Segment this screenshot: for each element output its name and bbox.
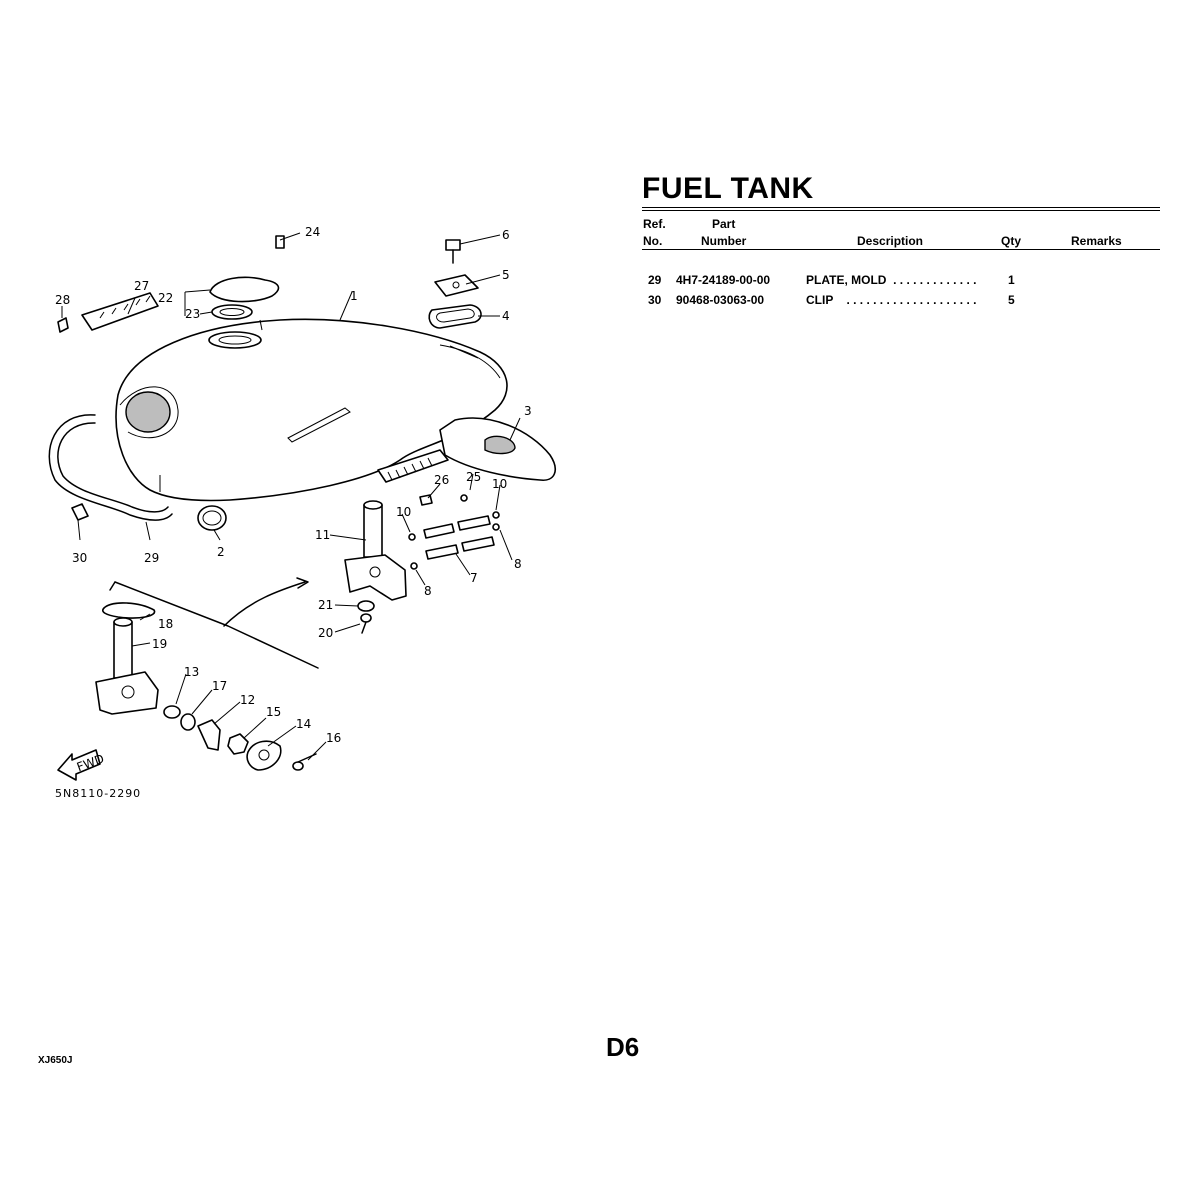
leader-lines (61, 232, 521, 761)
cock-lever (197, 719, 221, 751)
callout-16: 16 (326, 731, 341, 745)
lever-nut (227, 733, 249, 755)
callout-7: 7 (470, 571, 478, 585)
side-pads (423, 515, 495, 560)
mount-washer (434, 274, 479, 297)
callout-5: 5 (502, 268, 510, 282)
exploded-arrow-head (296, 577, 309, 589)
callout-12: 12 (240, 693, 255, 707)
fuel-cock-upper (344, 500, 407, 601)
drawing-code: 5N8110-2290 (55, 787, 141, 800)
emblem-screw (57, 317, 69, 333)
title-rule-bottom (642, 210, 1160, 211)
fwd-arrow-icon: FWD (57, 749, 106, 781)
cock-plate (246, 740, 282, 771)
part-description: CLIP . . . . . . . . . . . . . . . . . .… (806, 293, 977, 307)
part-number: 4H7-24189-00-00 (676, 273, 771, 287)
hose-clip (71, 503, 89, 521)
callout-26: 26 (434, 473, 449, 487)
small-screw (419, 494, 433, 506)
callout-14: 14 (296, 717, 311, 731)
callout-2: 2 (217, 545, 225, 559)
page-code: D6 (606, 1032, 640, 1062)
header-qty: Qty (1001, 234, 1022, 248)
fuel-cock-lower (95, 602, 159, 715)
ref-number: 29 (648, 273, 662, 287)
callout-8a: 8 (424, 584, 432, 598)
callout-17: 17 (212, 679, 227, 693)
callout-25: 25 (466, 470, 481, 484)
callout-4: 4 (502, 309, 510, 323)
small-grommets (408, 494, 500, 570)
part-qty: 1 (1008, 273, 1015, 287)
header-rule (642, 249, 1160, 250)
callout-11: 11 (315, 528, 330, 542)
fwd-label: FWD (75, 752, 106, 775)
page-title: FUEL TANK (642, 172, 814, 205)
callout-labels: 1 2 3 4 5 6 7 8 8 10 10 11 12 13 14 15 1… (55, 225, 532, 745)
callout-15: 15 (266, 705, 281, 719)
header-part: Part (712, 217, 736, 231)
emblem-plate (81, 292, 159, 331)
callout-30: 30 (72, 551, 87, 565)
callout-10b: 10 (492, 477, 507, 491)
cock-gasket (180, 713, 196, 731)
exploded-arrow (223, 581, 306, 627)
model-code: XJ650J (38, 1055, 73, 1066)
callout-3: 3 (524, 404, 532, 418)
callout-6: 6 (502, 228, 510, 242)
mount-grommet (428, 304, 482, 329)
table-row: 30 90468-03063-00 CLIP . . . . . . . . .… (0, 293, 1200, 311)
header-description: Description (857, 234, 924, 248)
tank-cap (197, 505, 227, 531)
callout-24: 24 (305, 225, 320, 239)
callout-13: 13 (184, 665, 199, 679)
part-number: 90468-03063-00 (676, 293, 765, 307)
callout-19: 19 (152, 637, 167, 651)
callout-20: 20 (318, 626, 333, 640)
cock-screw (360, 613, 372, 634)
part-qty: 5 (1008, 293, 1015, 307)
fuel-cap-assembly (209, 235, 285, 331)
part-description: PLATE, MOLD . . . . . . . . . . . . . (806, 273, 977, 287)
callout-29: 29 (144, 551, 159, 565)
exploded-bracket-tick (109, 581, 116, 591)
mount-bolt (445, 239, 461, 264)
exploded-bracket-line (114, 581, 319, 669)
header-no: No. (643, 234, 663, 248)
header-ref: Ref. (643, 217, 666, 231)
table-row: 29 4H7-24189-00-00 PLATE, MOLD . . . . .… (0, 273, 1200, 291)
callout-21: 21 (318, 598, 333, 612)
callout-28: 28 (55, 293, 70, 307)
tank-damper-strip (377, 449, 449, 483)
callout-22: 22 (158, 291, 173, 305)
callout-23: 23 (185, 307, 200, 321)
tank-rear-cover (439, 417, 556, 481)
plate-screw (292, 753, 317, 771)
breather-hose (48, 414, 173, 521)
header-remarks: Remarks (1071, 234, 1122, 248)
callout-1: 1 (350, 289, 358, 303)
callout-18: 18 (158, 617, 173, 631)
fuel-tank-body (115, 318, 508, 502)
callout-10a: 10 (396, 505, 411, 519)
title-rule-top (642, 207, 1160, 208)
callout-8b: 8 (514, 557, 522, 571)
header-number: Number (701, 234, 747, 248)
callout-27: 27 (134, 279, 149, 293)
cock-o-ring (163, 705, 181, 719)
cock-washer (357, 600, 375, 612)
ref-number: 30 (648, 293, 662, 307)
fuel-tank-exploded-diagram: FWD (0, 200, 600, 820)
